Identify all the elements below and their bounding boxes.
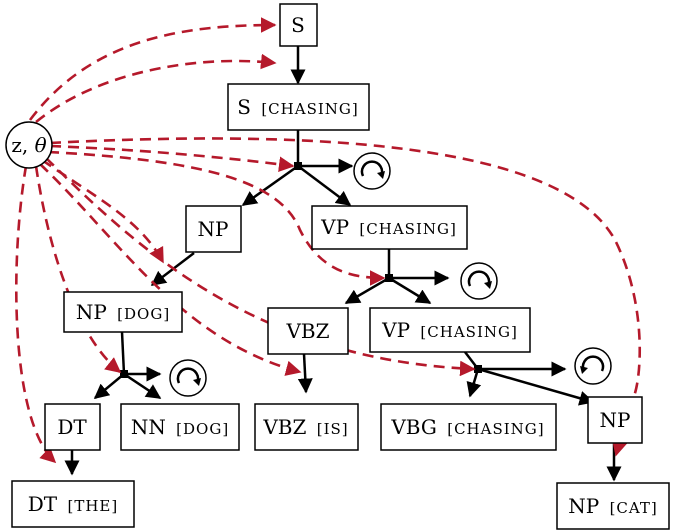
rotate-clockwise-icon bbox=[353, 152, 391, 190]
svg-text:VP [CHASING]: VP [CHASING] bbox=[381, 318, 518, 342]
svg-text:S [CHASING]: S [CHASING] bbox=[237, 95, 358, 119]
node-np-dog: NP [DOG] bbox=[63, 291, 183, 333]
node-vp-chasing2: VP [CHASING] bbox=[369, 307, 531, 353]
rotate-counterclockwise-icon bbox=[574, 347, 612, 385]
node-dt: DT bbox=[44, 403, 101, 451]
latent-theta-label: θ bbox=[35, 133, 47, 157]
node-nn-dog: NN [DOG] bbox=[120, 403, 240, 451]
svg-text:VBZ [IS]: VBZ [IS] bbox=[262, 415, 348, 439]
node-s-chasing-head: S bbox=[237, 95, 251, 119]
rotate-clockwise-icon bbox=[169, 359, 207, 397]
node-vbz-head: VBZ bbox=[285, 319, 329, 343]
node-np-dog-lex: [DOG] bbox=[117, 305, 170, 323]
node-vbz-is: VBZ [IS] bbox=[254, 403, 359, 451]
node-np-cat-head: NP bbox=[568, 494, 599, 518]
node-s-chasing: S [CHASING] bbox=[227, 83, 370, 131]
svg-text:DT [THE]: DT [THE] bbox=[28, 492, 118, 516]
svg-text:NP [DOG]: NP [DOG] bbox=[76, 300, 170, 324]
node-vp-chasing: VP [CHASING] bbox=[311, 205, 468, 250]
node-dt-the: DT [THE] bbox=[11, 480, 135, 528]
node-vbg-chasing-head: VBG bbox=[390, 415, 437, 439]
node-vbg-chasing: VBG [CHASING] bbox=[380, 403, 557, 451]
node-np2-head: NP bbox=[600, 408, 631, 432]
node-nn-dog-head: NN bbox=[131, 415, 166, 439]
node-dt-head: DT bbox=[57, 415, 87, 439]
node-vp-chasing-lex: [CHASING] bbox=[359, 220, 456, 238]
latent-node: z, θ bbox=[5, 121, 53, 169]
node-np: NP bbox=[185, 205, 242, 253]
svg-text:VBG [CHASING]: VBG [CHASING] bbox=[390, 415, 544, 439]
svg-text:NP [CAT]: NP [CAT] bbox=[568, 494, 658, 518]
node-vp-chasing2-lex: [CHASING] bbox=[420, 323, 517, 341]
latent-arrows bbox=[14, 17, 641, 464]
tree-edges bbox=[64, 46, 622, 482]
node-vp-chasing-head: VP bbox=[320, 215, 349, 239]
node-np-head: NP bbox=[198, 217, 229, 241]
node-s-head: S bbox=[291, 13, 305, 37]
node-dt-the-lex: [THE] bbox=[67, 497, 118, 515]
node-vbz: VBZ bbox=[267, 307, 349, 355]
node-vp-chasing2-head: VP bbox=[381, 318, 410, 342]
node-vbz-is-head: VBZ bbox=[262, 415, 306, 439]
junction-points bbox=[120, 162, 482, 378]
rotate-clockwise-icon bbox=[460, 262, 498, 300]
node-vbz-is-lex: [IS] bbox=[317, 420, 349, 438]
node-np-cat-lex: [CAT] bbox=[610, 499, 658, 517]
node-s-chasing-lex: [CHASING] bbox=[261, 100, 358, 118]
node-np2: NP bbox=[587, 396, 643, 444]
node-dt-the-head: DT bbox=[28, 492, 58, 516]
node-np-cat: NP [CAT] bbox=[556, 482, 670, 530]
node-nn-dog-lex: [DOG] bbox=[176, 420, 229, 438]
node-s: S bbox=[279, 3, 318, 47]
node-vbg-chasing-lex: [CHASING] bbox=[447, 420, 544, 438]
svg-text:z, θ: z, θ bbox=[11, 133, 46, 157]
node-np-dog-head: NP bbox=[76, 300, 107, 324]
latent-z-label: z, bbox=[11, 133, 28, 157]
svg-text:VP [CHASING]: VP [CHASING] bbox=[320, 215, 457, 239]
svg-text:NN [DOG]: NN [DOG] bbox=[131, 415, 229, 439]
